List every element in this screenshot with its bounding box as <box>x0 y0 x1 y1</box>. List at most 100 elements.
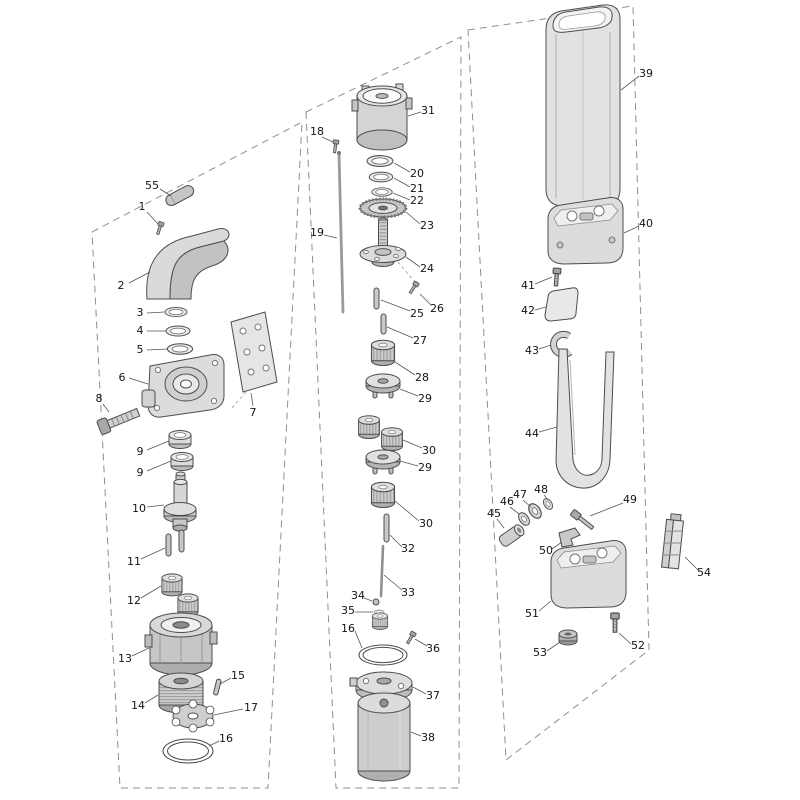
part-number-45: 45 <box>487 507 501 520</box>
leader-line-37 <box>412 686 427 695</box>
part-38-motor-can <box>357 692 411 782</box>
part-number-40: 40 <box>639 217 653 230</box>
leader-line-9 <box>146 440 170 451</box>
part-6-bearing-housing <box>141 354 225 418</box>
leader-line-49 <box>589 502 624 517</box>
leader-line-44 <box>538 426 558 433</box>
leader-line-23 <box>405 211 421 225</box>
part-number-44: 44 <box>525 427 539 440</box>
part-number-24: 24 <box>420 262 434 275</box>
part-4-o-ring <box>165 325 191 337</box>
part-number-30: 30 <box>422 444 436 457</box>
part-number-18: 18 <box>310 125 324 138</box>
part-22-o-ring <box>371 187 393 197</box>
leader-line-25 <box>380 299 411 312</box>
leader-line-30 <box>394 500 420 522</box>
leader-line-21 <box>393 177 411 188</box>
leader-line-45 <box>496 518 505 529</box>
part-number-38: 38 <box>421 731 435 744</box>
part-55-pin <box>165 185 195 207</box>
leader-line-15 <box>219 677 232 685</box>
part-40-top-housing <box>547 197 624 265</box>
part-50-bracket-clip <box>558 527 581 548</box>
part-number-26: 26 <box>430 302 444 315</box>
leader-line-9 <box>146 460 172 472</box>
part-number-10: 10 <box>132 502 146 515</box>
part-15-pin <box>213 678 222 696</box>
leader-line-20 <box>393 162 411 173</box>
part-number-23: 23 <box>420 219 434 232</box>
part-number-54: 54 <box>697 566 711 579</box>
boundary-left-assembly <box>91 121 303 789</box>
part-number-43: 43 <box>525 344 539 357</box>
part-number-42: 42 <box>521 304 535 317</box>
part-number-4: 4 <box>137 324 144 337</box>
part-number-51: 51 <box>525 607 539 620</box>
part-3-o-ring <box>164 306 188 318</box>
part-number-37: 37 <box>426 689 440 702</box>
part-number-48: 48 <box>534 483 548 496</box>
leader-line-12 <box>140 585 162 599</box>
part-number-35: 35 <box>341 604 355 617</box>
part-number-21: 21 <box>410 182 424 195</box>
leader-line-16 <box>354 630 363 649</box>
part-13-stator <box>144 612 218 676</box>
part-34-ball <box>372 598 380 606</box>
part-number-25: 25 <box>410 307 424 320</box>
part-number-32: 32 <box>401 542 415 555</box>
part-number-17: 17 <box>244 701 258 714</box>
part-number-49: 49 <box>623 493 637 506</box>
leader-line-5 <box>146 348 169 351</box>
part-8-hex-bolt <box>96 407 141 435</box>
leader-line-3 <box>146 311 165 314</box>
part-number-8: 8 <box>96 392 103 405</box>
leader-line-36 <box>414 638 428 647</box>
leader-line-17 <box>213 708 244 716</box>
leader-line-43 <box>538 344 552 350</box>
part-number-13: 13 <box>118 652 132 665</box>
part-19-drive-rod <box>337 151 345 314</box>
part-7-mounting-plate <box>230 311 278 393</box>
part-39-mast-tube <box>545 4 621 207</box>
leader-line-52 <box>618 632 632 645</box>
part-53-grommet <box>558 629 578 646</box>
part-number-55: 55 <box>145 179 159 192</box>
part-number-2: 2 <box>118 279 125 292</box>
leader-line-10 <box>146 504 165 508</box>
part-number-19: 19 <box>310 226 324 239</box>
leader-line-14 <box>144 694 159 704</box>
part-number-16: 16 <box>219 732 233 745</box>
leader-line-11 <box>140 547 166 560</box>
part-23-ring-gear <box>358 197 408 219</box>
leader-line-19 <box>323 234 338 239</box>
leader-line-40 <box>623 225 640 234</box>
part-27-shaft-pin <box>380 313 387 335</box>
leader-line-42 <box>534 306 547 311</box>
part-number-52: 52 <box>631 639 645 652</box>
part-17-star-washer <box>171 699 215 733</box>
dashed-helper-24-26 <box>397 261 415 282</box>
leader-line-32 <box>389 534 403 548</box>
part-number-31: 31 <box>421 104 435 117</box>
part-54-mounting-rail <box>660 513 685 570</box>
part-number-47: 47 <box>513 488 527 501</box>
part-33-rod <box>379 544 385 598</box>
leader-line-30 <box>402 439 423 449</box>
part-21-o-ring <box>368 171 394 183</box>
part-49-screw <box>569 509 595 531</box>
right-assembly-parts <box>498 4 685 646</box>
leader-line-8 <box>102 403 110 413</box>
part-number-33: 33 <box>401 586 415 599</box>
part-number-28: 28 <box>415 371 429 384</box>
part-number-29: 29 <box>418 392 432 405</box>
part-number-39: 39 <box>639 67 653 80</box>
part-51-bottom-housing <box>550 540 627 609</box>
part-number-46: 46 <box>500 495 514 508</box>
part-32-shaft <box>383 513 390 543</box>
part-number-20: 20 <box>410 167 424 180</box>
leader-line-13 <box>131 647 150 657</box>
leader-line-29 <box>399 388 419 397</box>
part-20-o-ring <box>366 155 394 167</box>
part-31-gear-housing-cup <box>351 83 413 151</box>
leader-line-53 <box>546 641 561 652</box>
